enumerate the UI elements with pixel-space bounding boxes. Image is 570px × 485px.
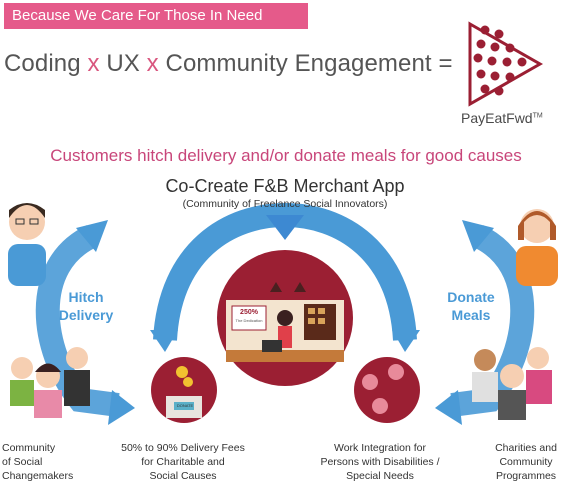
caption-line: Programmes	[495, 470, 557, 482]
shop-sign-sub: The Dedication	[235, 318, 263, 323]
headline-sep-2: x	[146, 50, 159, 77]
donate-label-line1: Donate	[447, 289, 495, 305]
disability-icon	[354, 357, 420, 423]
caption-line: Charities and	[495, 442, 557, 454]
brand-text: PayEatFwd	[461, 110, 533, 126]
caption-line: for Charitable and	[141, 456, 225, 468]
donation-box-label: DONATE	[176, 403, 194, 408]
hitch-delivery-label: Hitch Delivery	[56, 288, 116, 324]
brand-name: PayEatFwdTM	[461, 110, 543, 126]
caption-changemakers: Community of Social Changemakers	[2, 441, 78, 483]
caption-line: Community	[499, 456, 553, 468]
person-top-right	[516, 209, 558, 286]
caption-line: Changemakers	[2, 470, 74, 482]
caption-line: Community	[2, 442, 56, 454]
person-top-left	[8, 203, 46, 286]
subheadline: Customers hitch delivery and/or donate m…	[50, 146, 522, 165]
payeatfwd-logo	[468, 21, 544, 107]
cocreate-arc	[150, 202, 420, 352]
donate-meals-label: Donate Meals	[438, 288, 504, 324]
caption-line: 50% to 90% Delivery Fees	[121, 442, 245, 454]
caption-line: Special Needs	[346, 470, 414, 482]
hitch-label-line1: Hitch	[68, 289, 104, 305]
merchant-scene	[217, 250, 353, 386]
caption-line: Persons with Disabilities /	[320, 456, 440, 468]
donation-icon	[151, 357, 217, 423]
headline-coding: Coding	[4, 50, 81, 77]
caption-delivery-fees: 50% to 90% Delivery Fees for Charitable …	[108, 441, 258, 483]
people-group-right	[472, 347, 552, 420]
hitch-label-line2: Delivery	[58, 307, 114, 323]
caption-line: Work Integration for	[333, 442, 426, 454]
shop-sign: 250%	[240, 309, 258, 316]
headline-equals: =	[438, 50, 453, 77]
app-title: Co-Create F&B Merchant App	[165, 176, 405, 196]
headline: Coding x UX x Community Engagement =	[4, 50, 453, 78]
caption-charities: Charities and Community Programmes	[484, 441, 568, 483]
top-banner: Because We Care For Those In Need	[4, 3, 308, 29]
brand-tm: TM	[532, 112, 543, 120]
caption-line: Social Causes	[149, 470, 217, 482]
caption-work-integration: Work Integration for Persons with Disabi…	[305, 441, 455, 483]
app-subtitle: (Community of Freelance Social Innovator…	[182, 198, 388, 210]
headline-ux: UX	[106, 50, 140, 77]
headline-community: Community Engagement	[165, 50, 432, 77]
headline-sep-1: x	[87, 50, 100, 77]
people-group-left	[10, 347, 90, 418]
donate-label-line2: Meals	[451, 307, 491, 323]
caption-line: of Social	[2, 456, 43, 468]
